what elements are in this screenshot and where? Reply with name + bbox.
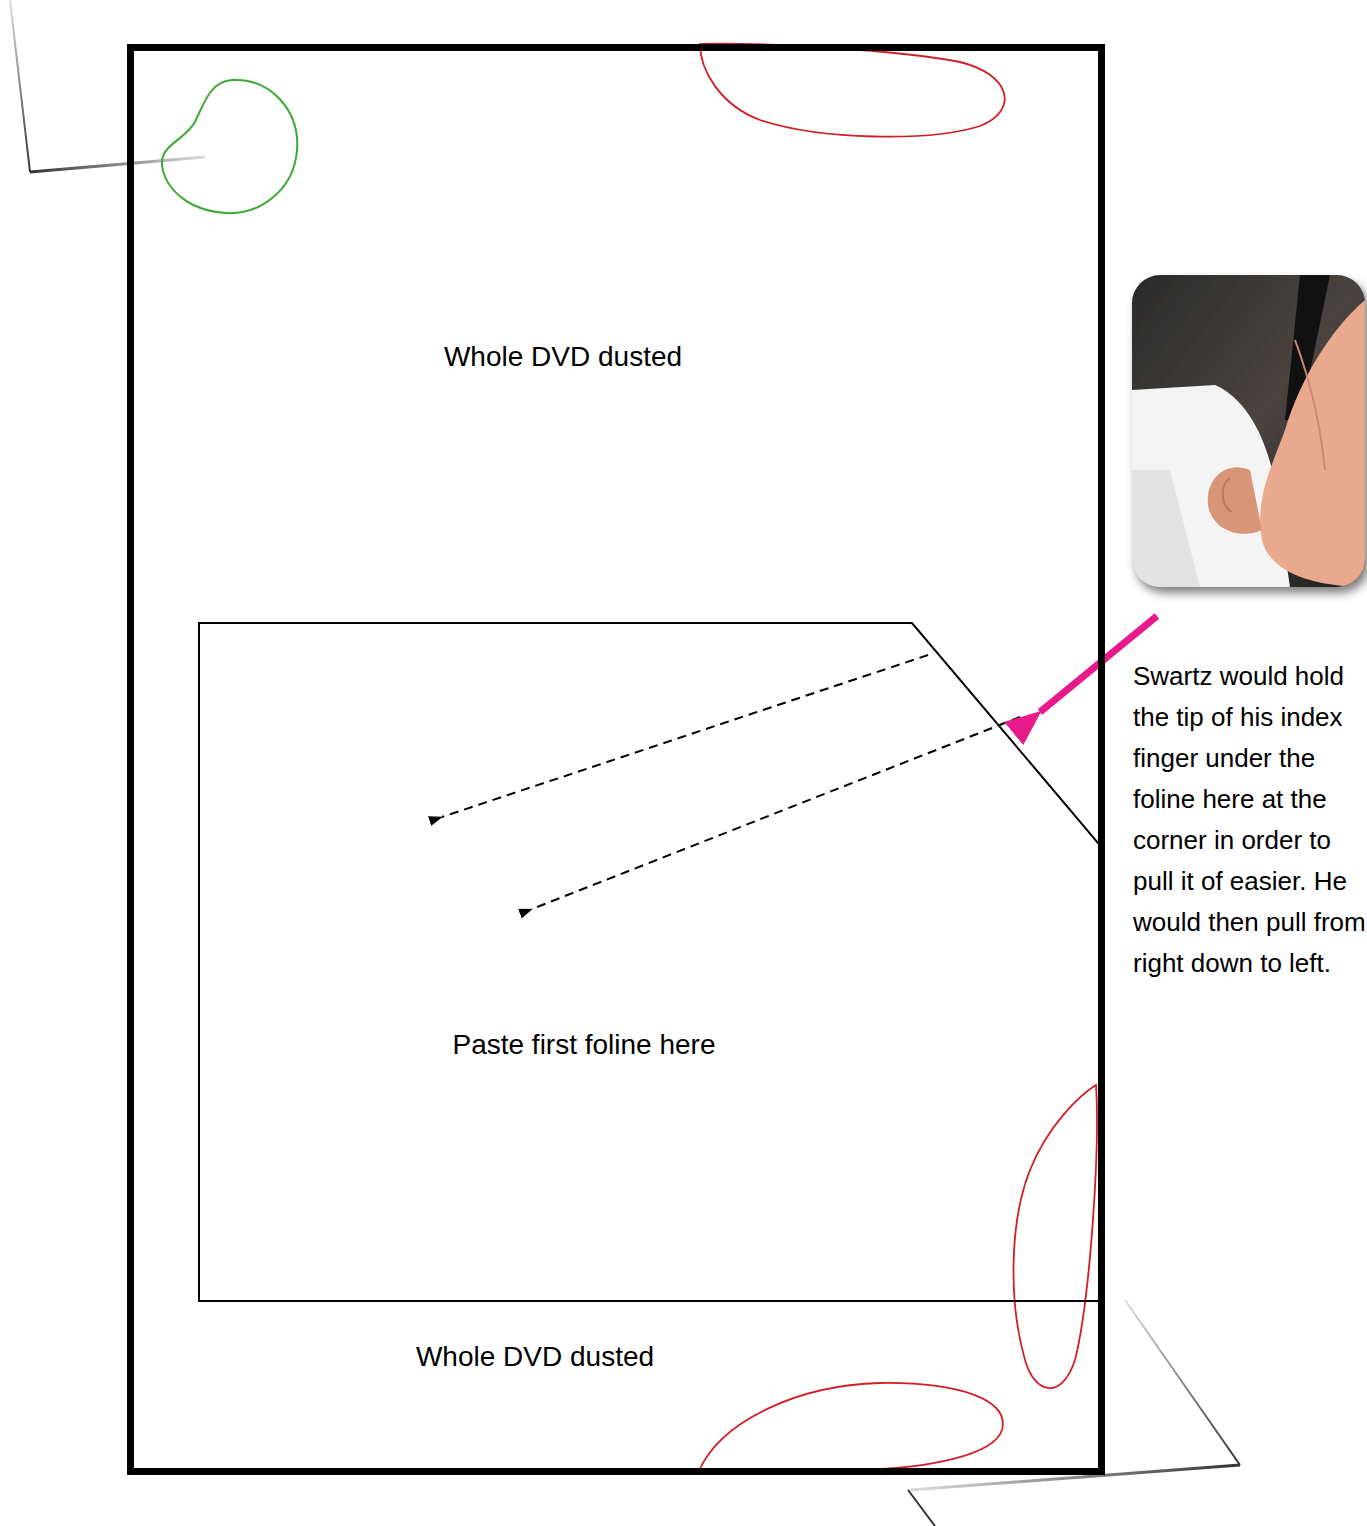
area-label: Whole DVD dusted xyxy=(416,1341,654,1373)
finger-photo-content xyxy=(1132,275,1365,587)
red-dust-mark xyxy=(700,44,1005,137)
grey-guide-line xyxy=(1125,1300,1240,1465)
grey-guide-line xyxy=(30,157,205,172)
pull-direction-arrow xyxy=(532,717,1020,909)
foline-outline xyxy=(198,622,1105,1302)
red-dust-mark xyxy=(698,1383,1003,1473)
foline-outline-shape xyxy=(199,623,1104,1301)
foline-area: Paste first foline here xyxy=(198,622,1105,1302)
red-dust-mark xyxy=(1014,1085,1097,1388)
grey-guide-line xyxy=(10,0,30,172)
dvd-outline: Whole DVD dustedWhole DVD dustedPaste fi… xyxy=(127,44,1105,1475)
green-dust-mark xyxy=(162,80,297,213)
grey-guide-line xyxy=(908,1490,935,1526)
instruction-note: Swartz would hold the tip of his index f… xyxy=(1133,656,1367,984)
pull-direction-arrow xyxy=(442,655,928,817)
finger-photo xyxy=(1132,275,1365,587)
area-label: Whole DVD dusted xyxy=(444,341,682,373)
area-label: Paste first foline here xyxy=(452,1029,715,1061)
